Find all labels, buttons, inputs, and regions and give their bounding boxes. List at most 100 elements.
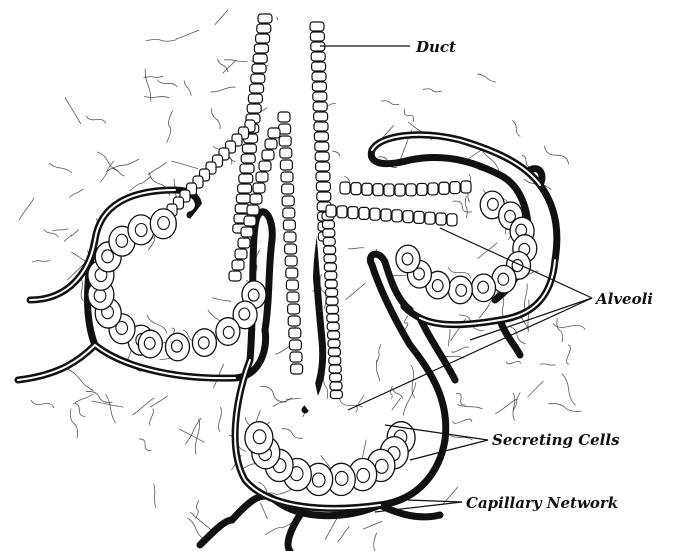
duct-cell [282,184,294,194]
duct-cell [330,391,342,399]
duct-cell [324,246,336,254]
duct-cell [257,24,271,33]
fiber [184,81,191,96]
fiber [64,230,79,242]
cell-nucleus [116,234,128,247]
duct-cell [395,184,405,196]
fiber [404,383,416,416]
cell-nucleus [498,273,509,285]
duct-cell [328,348,340,356]
duct-cell [310,32,324,41]
duct-cell [328,331,340,339]
duct-cell [241,227,253,237]
duct-cell [256,34,270,43]
fiber [337,526,349,542]
fiber [260,386,287,402]
duct-cell [251,74,265,83]
duct-cell [290,352,302,362]
duct-cell [316,162,330,171]
duct-cell [327,323,339,331]
duct-cell [285,256,297,266]
fiber [374,533,377,551]
fiber [32,260,49,262]
cell-nucleus [172,340,183,352]
fiber [211,108,220,129]
duct-cell [324,255,336,263]
duct-cell [240,164,254,173]
duct-cell [279,136,291,146]
duct-cell [282,196,294,206]
duct-cell [414,211,424,223]
duct-cell [289,328,301,338]
duct-cell [253,54,267,63]
fiber [545,146,569,165]
duct-cell [326,205,336,217]
cell-nucleus [239,308,250,320]
duct-cell [381,209,391,221]
duct-cell [359,207,369,219]
cell-nucleus [223,326,234,338]
fiber [73,403,85,416]
fiber [512,121,520,137]
fiber [80,278,84,301]
duct-cell [262,150,274,160]
fiber [86,116,105,124]
duct-cell [461,181,471,193]
fiber [144,96,169,98]
alveoli-leader-2 [348,298,592,410]
duct-cell [392,210,402,222]
fiber [52,229,68,231]
fiber [324,374,328,400]
capillary-network-label: Capillary Network [466,494,618,512]
fiber [465,196,467,219]
cell-nucleus [335,471,348,485]
secreting-cells-label: Secreting Cells [492,431,620,449]
fiber [146,39,177,41]
duct-cell [283,208,295,218]
cell-nucleus [94,289,106,302]
duct-cell [278,112,290,122]
fiber [49,163,72,173]
fiber [224,60,247,62]
fiber [456,393,466,405]
fiber [219,407,222,431]
fiber [524,284,527,309]
duct-cell [312,62,326,71]
duct-cell [316,182,330,191]
duct-cell [291,364,303,374]
fiber [261,503,268,519]
fiber [404,109,413,122]
cell-nucleus [248,289,259,301]
fiber [176,30,199,39]
duct-label: Duct [415,38,456,56]
fiber [562,374,576,406]
duct-cell [286,280,298,290]
duct-cell [286,268,298,278]
fiber [210,87,235,92]
fiber [150,409,154,426]
fiber [540,364,556,365]
cell-nucleus [488,198,499,210]
duct-cell [325,272,337,280]
duct-cell [239,174,253,183]
fiber [528,381,544,397]
duct-cell [283,220,295,230]
fiber [282,429,303,439]
fiber [171,161,198,169]
duct-cell [316,172,330,181]
fiber [143,76,163,78]
fiber [507,361,521,363]
fiber [405,316,408,331]
duct-cell [330,382,342,390]
fiber [179,429,204,442]
duct-cell [258,14,272,23]
duct-cell [425,212,435,224]
fiber [101,161,114,182]
duct-cell [370,208,380,220]
duct-cell [322,221,334,229]
fiber [148,162,167,175]
fiber [154,484,156,508]
duct-cell [312,72,326,81]
duct-cell [235,249,247,259]
duct-cell [248,94,262,103]
